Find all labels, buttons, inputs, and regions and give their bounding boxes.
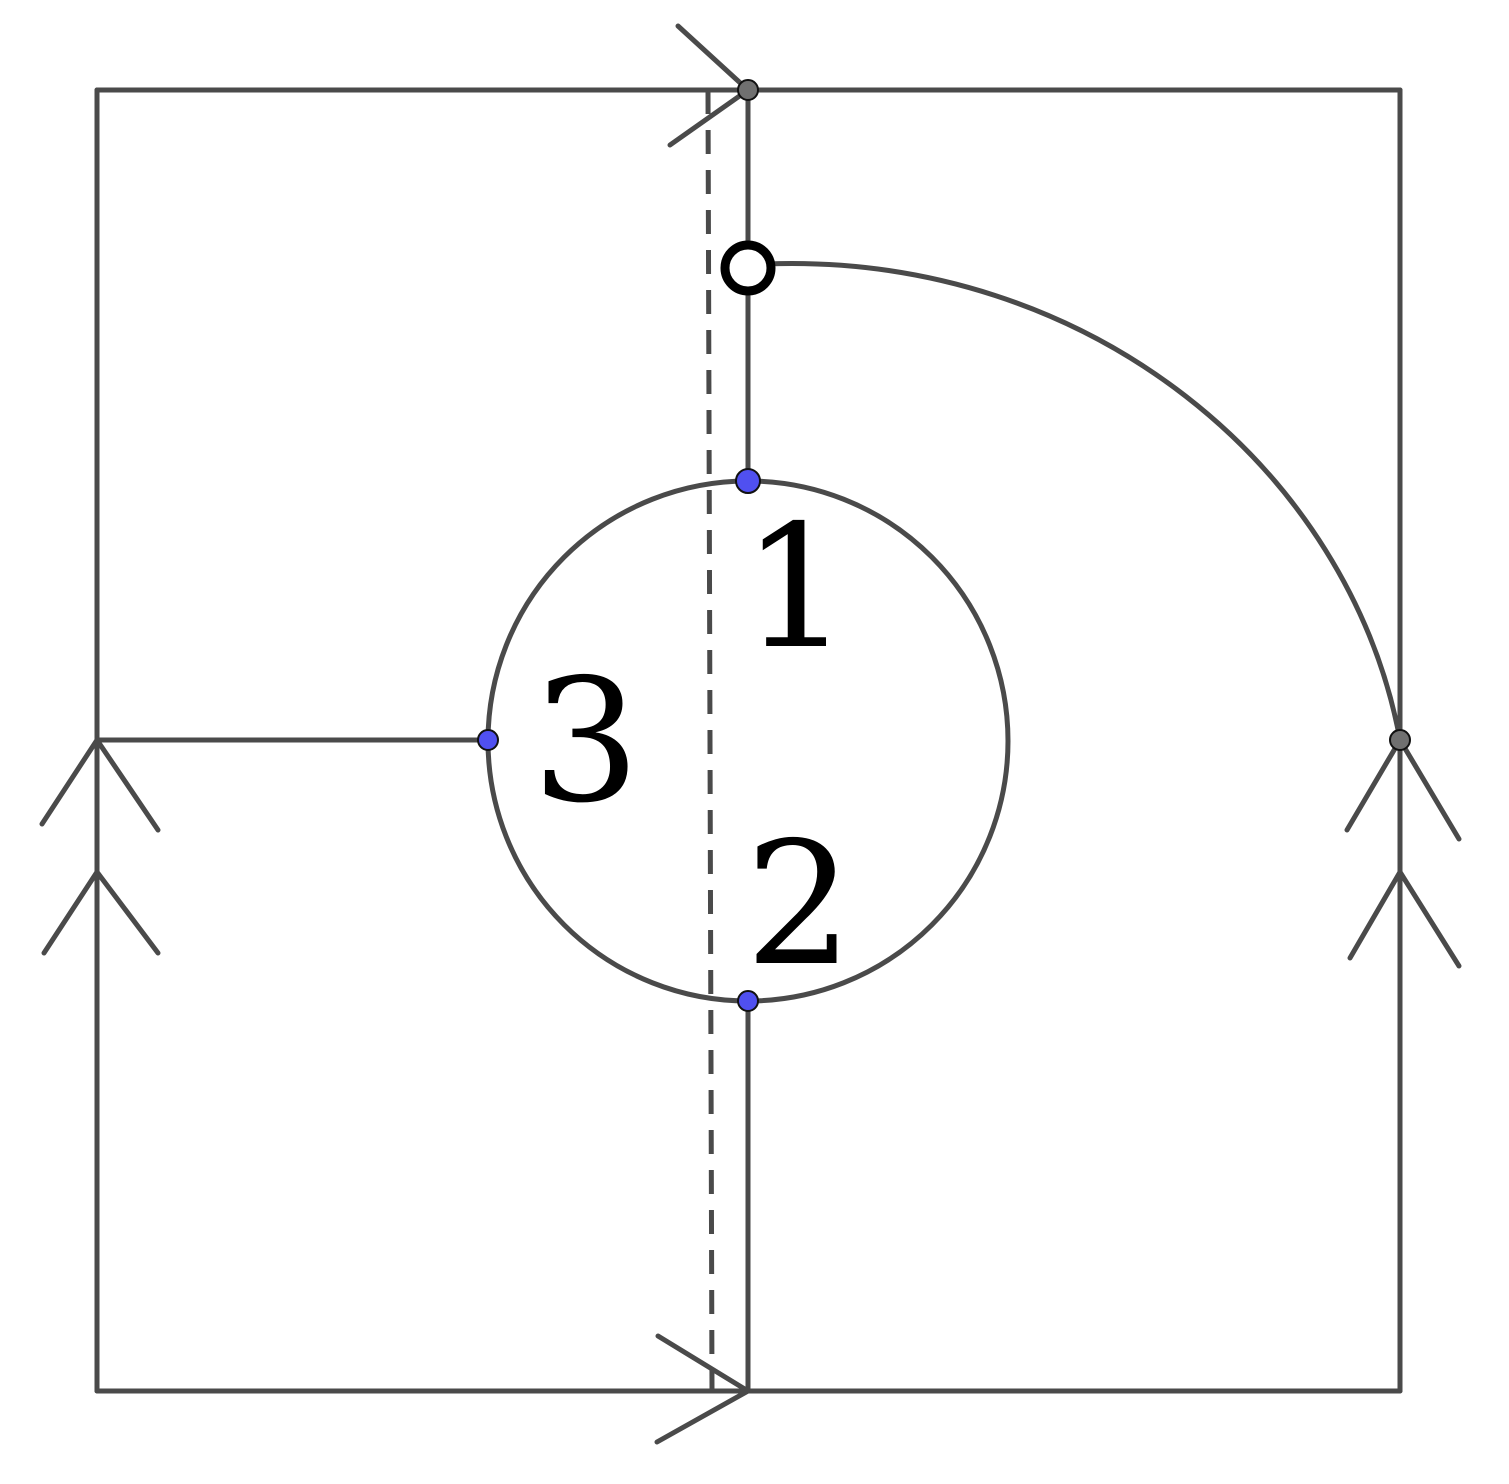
- vertex-1-point: [735, 468, 761, 494]
- left-edge-double-arrow-lower-icon: [41, 867, 161, 956]
- open-point: [720, 240, 776, 296]
- dashed-vertical-line: [705, 89, 715, 1392]
- vertex-2-point: [737, 990, 759, 1012]
- top-edge-arrow-icon: [667, 23, 752, 148]
- arc-open-point-to-right-edge: [763, 261, 1403, 743]
- right-edge-double-arrow-lower-icon: [1347, 867, 1462, 969]
- top-edge-midpoint: [737, 79, 759, 101]
- vertex-3-label: 3: [532, 643, 640, 841]
- vertex-3-point: [477, 729, 499, 751]
- right-edge-midpoint: [1389, 729, 1411, 751]
- left-edge-double-arrow-upper-icon: [39, 735, 161, 833]
- vertex-1-label: 1: [742, 489, 850, 687]
- vertex-2-label: 2: [745, 806, 853, 1004]
- right-edge-double-arrow-upper-icon: [1344, 735, 1462, 842]
